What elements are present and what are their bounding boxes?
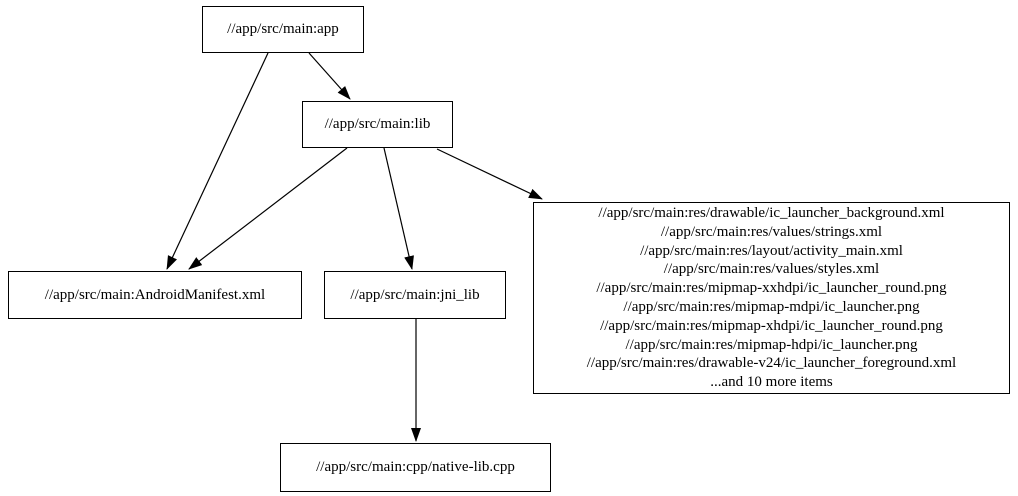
edge-lib-to-res [436, 148, 543, 200]
node-lib-label: //app/src/main:lib [324, 116, 431, 132]
node-app-label: //app/src/main:app [227, 21, 339, 37]
res-file-line: //app/src/main:res/values/styles.xml [663, 261, 880, 278]
edge-app-to-manifest [166, 52, 269, 270]
node-jni-lib: //app/src/main:jni_lib [324, 271, 506, 319]
res-file-line: //app/src/main:res/mipmap-xhdpi/ic_launc… [600, 317, 943, 334]
node-native-lib-cpp-label: //app/src/main:cpp/native-lib.cpp [316, 459, 515, 475]
res-file-line: //app/src/main:res/drawable-v24/ic_launc… [586, 355, 957, 372]
node-app: //app/src/main:app [202, 6, 364, 53]
edge-lib-to-manifest [188, 147, 348, 270]
res-file-line: //app/src/main:res/mipmap-mdpi/ic_launch… [623, 299, 920, 315]
node-lib: //app/src/main:lib [302, 101, 453, 148]
edge-app-to-lib [308, 52, 351, 100]
node-android-manifest-label: //app/src/main:AndroidManifest.xml [44, 286, 266, 303]
node-jni-lib-label: //app/src/main:jni_lib [350, 286, 480, 303]
res-file-line: //app/src/main:res/layout/activity_main.… [640, 242, 903, 259]
node-res-files: //app/src/main:res/drawable/ic_launcher_… [533, 202, 1010, 394]
res-file-line: //app/src/main:res/mipmap-xxhdpi/ic_laun… [596, 280, 947, 297]
node-android-manifest: //app/src/main:AndroidManifest.xml [8, 271, 302, 319]
edge-lib-to-jni-lib [383, 147, 414, 270]
node-native-lib-cpp: //app/src/main:cpp/native-lib.cpp [280, 443, 551, 492]
res-file-line: //app/src/main:res/values/strings.xml [660, 223, 883, 240]
res-file-line: //app/src/main:res/drawable/ic_launcher_… [598, 205, 945, 222]
res-more-items-line: ...and 10 more items [710, 374, 833, 391]
res-file-line: //app/src/main:res/mipmap-hdpi/ic_launch… [625, 336, 918, 353]
